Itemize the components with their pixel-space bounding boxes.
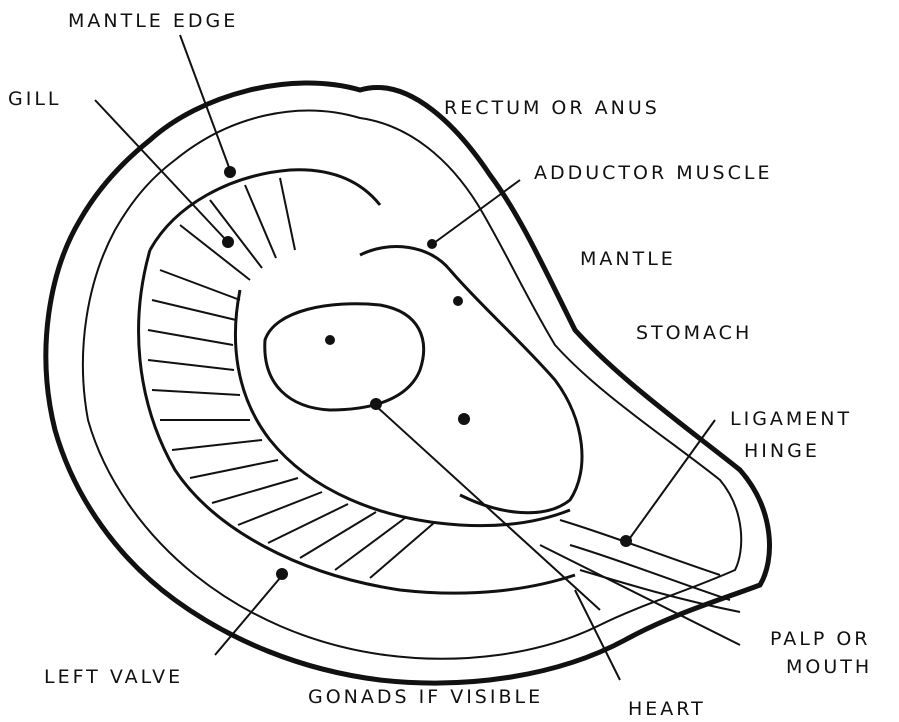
gill-inner-curve: [235, 290, 570, 526]
label-stomach: STOMACH: [636, 322, 752, 344]
label-hinge: HINGE: [744, 440, 820, 462]
label-ligament: LIGAMENT: [730, 408, 852, 430]
leader-lines: [95, 35, 740, 680]
gill-striations: [148, 178, 435, 578]
label-heart: HEART: [628, 698, 706, 720]
label-rectum: RECTUM OR ANUS: [444, 97, 660, 119]
label-mouth: MOUTH: [786, 656, 872, 678]
label-gonads: GONADS IF VISIBLE: [308, 686, 543, 708]
label-adductor-muscle: ADDUCTOR MUSCLE: [534, 162, 772, 184]
adductor-muscle-outline: [265, 304, 424, 410]
label-left-valve: LEFT VALVE: [44, 666, 183, 688]
visceral-mass-outline: [360, 247, 582, 513]
label-mantle-edge: MANTLE EDGE: [68, 10, 238, 32]
marker-dots: [222, 166, 632, 580]
label-gill: GILL: [8, 88, 62, 110]
label-mantle: MANTLE: [580, 248, 676, 270]
gill-outline: [139, 170, 575, 593]
label-palp: PALP OR: [770, 628, 870, 650]
